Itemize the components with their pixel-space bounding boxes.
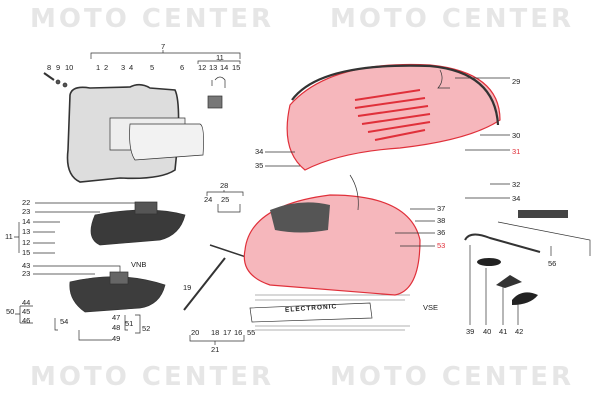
callout-3: 3 — [121, 63, 126, 72]
callout-8: 8 — [47, 63, 52, 72]
callout-22: 22 — [22, 198, 31, 207]
watermark: MOTO CENTER — [30, 364, 274, 390]
callout-12: 12 — [198, 63, 207, 72]
callout-13: 13 — [22, 227, 31, 236]
callout-52: 52 — [142, 324, 151, 333]
callout-15: 15 — [22, 248, 31, 257]
callout-48: 48 — [112, 323, 121, 332]
callout-55: 55 — [247, 328, 256, 337]
callout-36: 36 — [437, 228, 446, 237]
callout-41: 41 — [499, 327, 508, 336]
callout-45: 45 — [22, 307, 31, 316]
callout-35: 35 — [255, 161, 264, 170]
watermark: MOTO CENTER — [330, 6, 574, 32]
callout-29: 29 — [512, 77, 521, 86]
callout-14: 14 — [220, 63, 229, 72]
callout-34: 34 — [255, 147, 264, 156]
callout-7: 7 — [161, 42, 166, 51]
callout-40: 40 — [483, 327, 492, 336]
watermark-line2: CENTER — [441, 4, 575, 34]
callout-6: 6 — [180, 63, 185, 72]
callout-54: 54 — [60, 317, 69, 326]
callout-42: 42 — [515, 327, 524, 336]
callout-32: 32 — [512, 180, 521, 189]
callout-25: 25 — [221, 195, 230, 204]
callout-13: 13 — [209, 63, 218, 72]
callout-2: 2 — [104, 63, 109, 72]
callout-18: 18 — [211, 328, 220, 337]
callout-50: 50 — [6, 307, 15, 316]
callout-11: 11 — [5, 232, 13, 241]
callout-16: 16 — [234, 328, 243, 337]
callout-51: 51 — [125, 319, 134, 328]
callout-28: 28 — [220, 181, 229, 190]
callout-49: 49 — [112, 334, 121, 343]
callout-20: 20 — [191, 328, 200, 337]
callout-12: 12 — [22, 238, 31, 247]
callout-31: 31 — [512, 147, 521, 156]
watermark-line1: MOTO — [330, 4, 430, 34]
callout-56: 56 — [548, 259, 557, 268]
callout-30: 30 — [512, 131, 521, 140]
watermark-line2: CENTER — [441, 362, 575, 392]
callout-10: 10 — [65, 63, 74, 72]
callout-47: 47 — [112, 313, 121, 322]
watermark-line2: CENTER — [141, 362, 275, 392]
callout-24: 24 — [204, 195, 213, 204]
watermark: MOTO CENTER — [330, 364, 574, 390]
callout-11: 11 — [216, 53, 224, 62]
callout-9: 9 — [56, 63, 61, 72]
callout-46: 46 — [22, 316, 31, 325]
watermark-line2: CENTER — [141, 4, 275, 34]
callout-23: 23 — [22, 269, 31, 278]
callout-43: 43 — [22, 261, 31, 270]
callout-38: 38 — [437, 216, 446, 225]
callout-14: 14 — [22, 217, 31, 226]
watermark-line1: MOTO — [30, 362, 130, 392]
watermark-line1: MOTO — [330, 362, 430, 392]
callout-23: 23 — [22, 207, 31, 216]
callout-5: 5 — [150, 63, 155, 72]
callout-44: 44 — [22, 298, 31, 307]
callout-17: 17 — [223, 328, 232, 337]
callout-37: 37 — [437, 204, 446, 213]
model-tag-vse: VSE — [423, 303, 439, 312]
callout-53: 53 — [437, 241, 446, 250]
watermark: MOTO CENTER — [30, 6, 274, 32]
callout-39: 39 — [466, 327, 475, 336]
callout-21: 21 — [211, 345, 220, 354]
callout-15: 15 — [232, 63, 241, 72]
model-tag-vnb: VNB — [131, 260, 147, 269]
callout-34: 34 — [512, 194, 521, 203]
callout-1: 1 — [96, 63, 101, 72]
watermark-line1: MOTO — [30, 4, 130, 34]
callout-4: 4 — [129, 63, 134, 72]
callout-19: 19 — [183, 283, 192, 292]
